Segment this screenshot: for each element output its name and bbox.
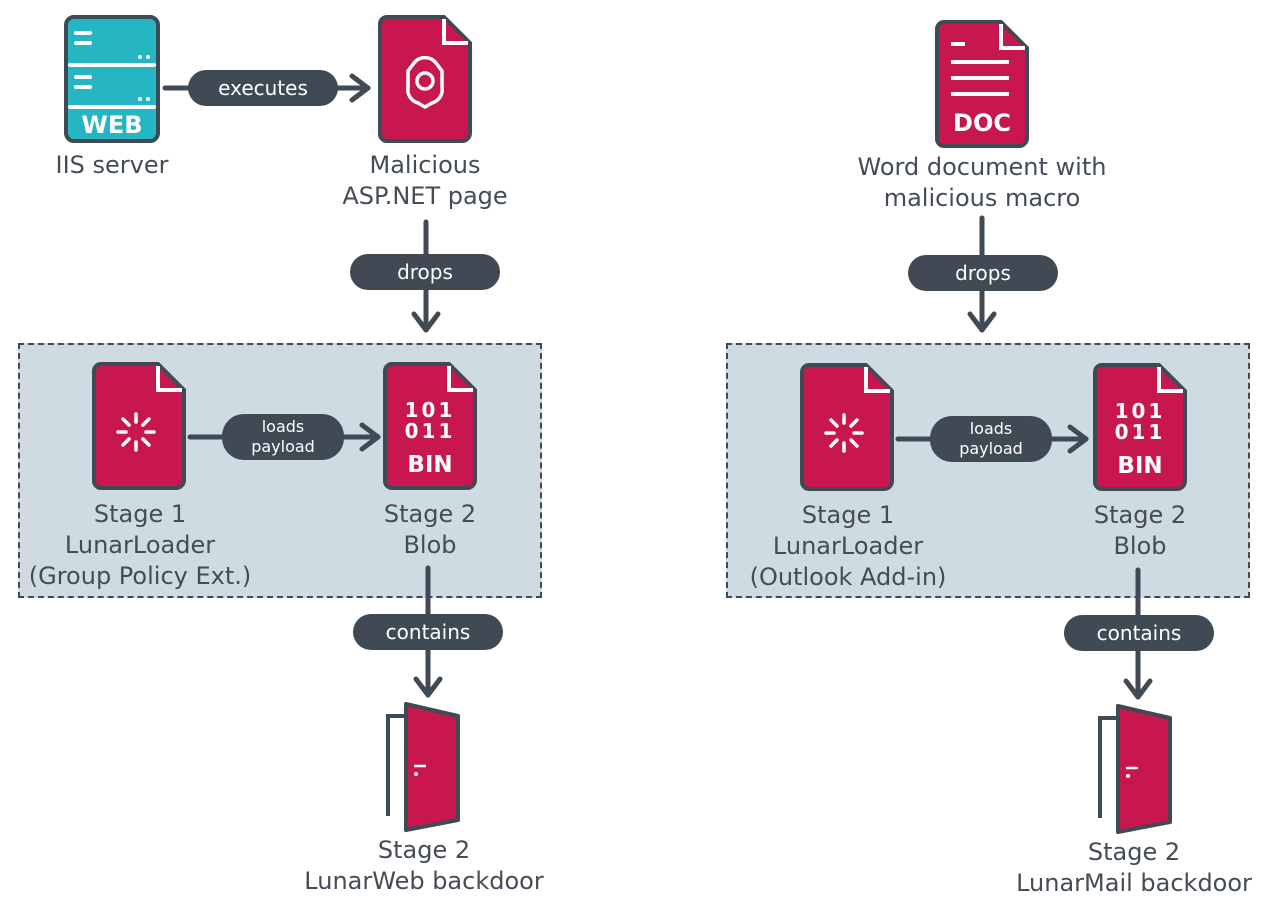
- blob-bits-line1: 101: [1114, 399, 1166, 423]
- arrowhead: [1123, 678, 1153, 700]
- blob-badge-text: BIN: [1117, 453, 1163, 479]
- edge-loads-label: loads payload: [930, 416, 1052, 462]
- right-blob-line2: Blob: [1113, 532, 1167, 560]
- right-stage1-line2: LunarLoader: [772, 532, 924, 560]
- iis-server-label: IIS server: [55, 151, 169, 179]
- edge-loads-line2: payload: [959, 439, 1023, 458]
- blob-badge-text: BIN: [407, 452, 453, 478]
- left-stage1-line1: Stage 1: [93, 500, 187, 528]
- open-door-icon: [1098, 704, 1172, 834]
- doc-label-line2: malicious macro: [883, 184, 1081, 212]
- left-blob-line1: Stage 2: [383, 500, 477, 528]
- asp-label-line1: Malicious: [369, 151, 481, 179]
- edge-executes-label: executes: [188, 70, 338, 106]
- arrowhead: [411, 311, 441, 333]
- edge-loads-line2: payload: [251, 437, 315, 456]
- biohazard-file-icon: [378, 15, 472, 143]
- right-stage1-line1: Stage 1: [801, 501, 895, 529]
- binary-file-icon: [383, 362, 477, 490]
- asp-label-line2: ASP.NET page: [342, 182, 508, 210]
- blob-bits-line2: 011: [404, 419, 456, 443]
- left-stage1-line2: LunarLoader: [64, 531, 216, 559]
- edge-loads-line1: loads: [261, 417, 305, 436]
- edge-contains-label: contains: [353, 614, 503, 650]
- word-document-icon: [935, 20, 1029, 148]
- edge-drops-label: drops: [908, 255, 1058, 291]
- right-backdoor-line1: Stage 2: [1087, 838, 1181, 866]
- loader-file-icon: [92, 362, 186, 490]
- right-backdoor-line2: LunarMail backdoor: [1016, 869, 1252, 897]
- web-badge-text: WEB: [81, 111, 143, 139]
- doc-badge-text: DOC: [953, 109, 1011, 137]
- left-backdoor-line2: LunarWeb backdoor: [304, 867, 544, 895]
- loader-file-icon: [800, 363, 894, 491]
- open-door-icon: [386, 702, 460, 832]
- edge-contains-label: contains: [1064, 615, 1214, 651]
- arrowhead: [413, 676, 443, 698]
- right-stage1-line3: (Outlook Add-in): [749, 563, 947, 591]
- arrowhead: [359, 422, 381, 452]
- binary-file-icon: [1093, 363, 1187, 491]
- left-stage1-line3: (Group Policy Ext.): [28, 562, 252, 590]
- right-blob-line1: Stage 2: [1093, 501, 1187, 529]
- left-blob-line2: Blob: [403, 531, 457, 559]
- edge-loads-label: loads payload: [222, 414, 344, 460]
- web-server-icon: [64, 15, 160, 143]
- blob-bits-line2: 011: [1114, 420, 1166, 444]
- blob-bits-line1: 101: [404, 398, 456, 422]
- arrowhead: [1067, 424, 1089, 454]
- edge-drops-label: drops: [350, 254, 500, 290]
- arrowhead: [967, 311, 997, 333]
- doc-label-line1: Word document with: [857, 153, 1107, 181]
- left-backdoor-line1: Stage 2: [377, 836, 471, 864]
- edge-loads-line1: loads: [969, 419, 1013, 438]
- arrowhead: [349, 73, 371, 103]
